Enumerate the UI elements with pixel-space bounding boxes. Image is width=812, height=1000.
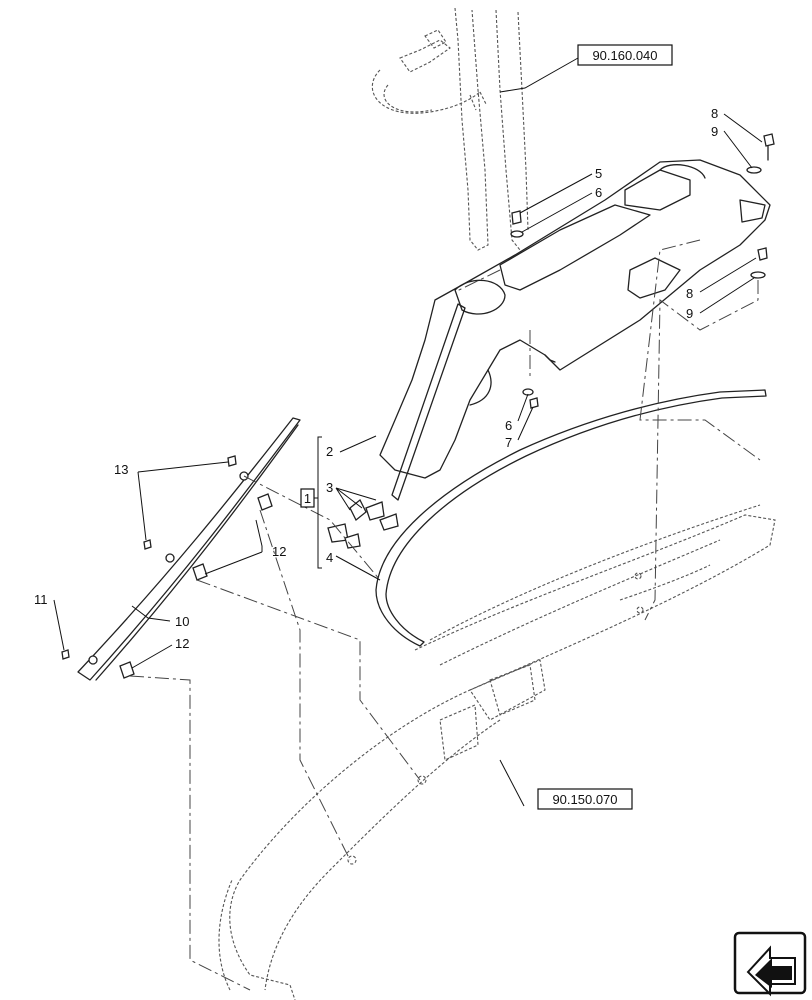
retainer-clips (119, 493, 273, 679)
seat-belt-pillar-ghost (371, 7, 529, 251)
arrow-back-icon[interactable] (733, 931, 807, 997)
callout-6-top: 6 (595, 185, 602, 200)
callout-2: 2 (326, 444, 333, 459)
callout-12-bottom: 12 (175, 636, 189, 651)
callout-3: 3 (326, 480, 333, 495)
reference-box-top[interactable]: 90.160.040 (577, 44, 673, 66)
reference-box-bottom[interactable]: 90.150.070 (537, 788, 633, 810)
callout-12-top: 12 (272, 544, 286, 559)
callout-9-mid: 9 (686, 306, 693, 321)
callout-13: 13 (114, 462, 128, 477)
callout-8-mid: 8 (686, 286, 693, 301)
callout-9-top: 9 (711, 124, 718, 139)
callout-4: 4 (326, 550, 333, 565)
callout-8-top: 8 (711, 106, 718, 121)
alignment-lines (129, 239, 761, 991)
reference-bottom-label: 90.150.070 (552, 792, 617, 807)
callout-labels: 2 3 4 5 6 6 7 8 9 8 9 10 11 12 12 13 (34, 106, 718, 651)
callout-6-bottom: 6 (505, 418, 512, 433)
clip-set (327, 498, 399, 549)
fender-ghost (218, 504, 776, 1000)
callout-box-1: 1 (300, 488, 315, 508)
console-rod (391, 303, 466, 501)
callout-1: 1 (304, 491, 311, 506)
seal-strip (375, 389, 767, 647)
callout-11: 11 (34, 592, 48, 607)
trim-strip (77, 417, 301, 681)
callout-7: 7 (505, 435, 512, 450)
console-housing (379, 159, 771, 479)
reference-top-label: 90.160.040 (592, 48, 657, 63)
callout-5: 5 (595, 166, 602, 181)
leader-lines (53, 52, 763, 807)
callout-10: 10 (175, 614, 189, 629)
fasteners (61, 133, 775, 660)
